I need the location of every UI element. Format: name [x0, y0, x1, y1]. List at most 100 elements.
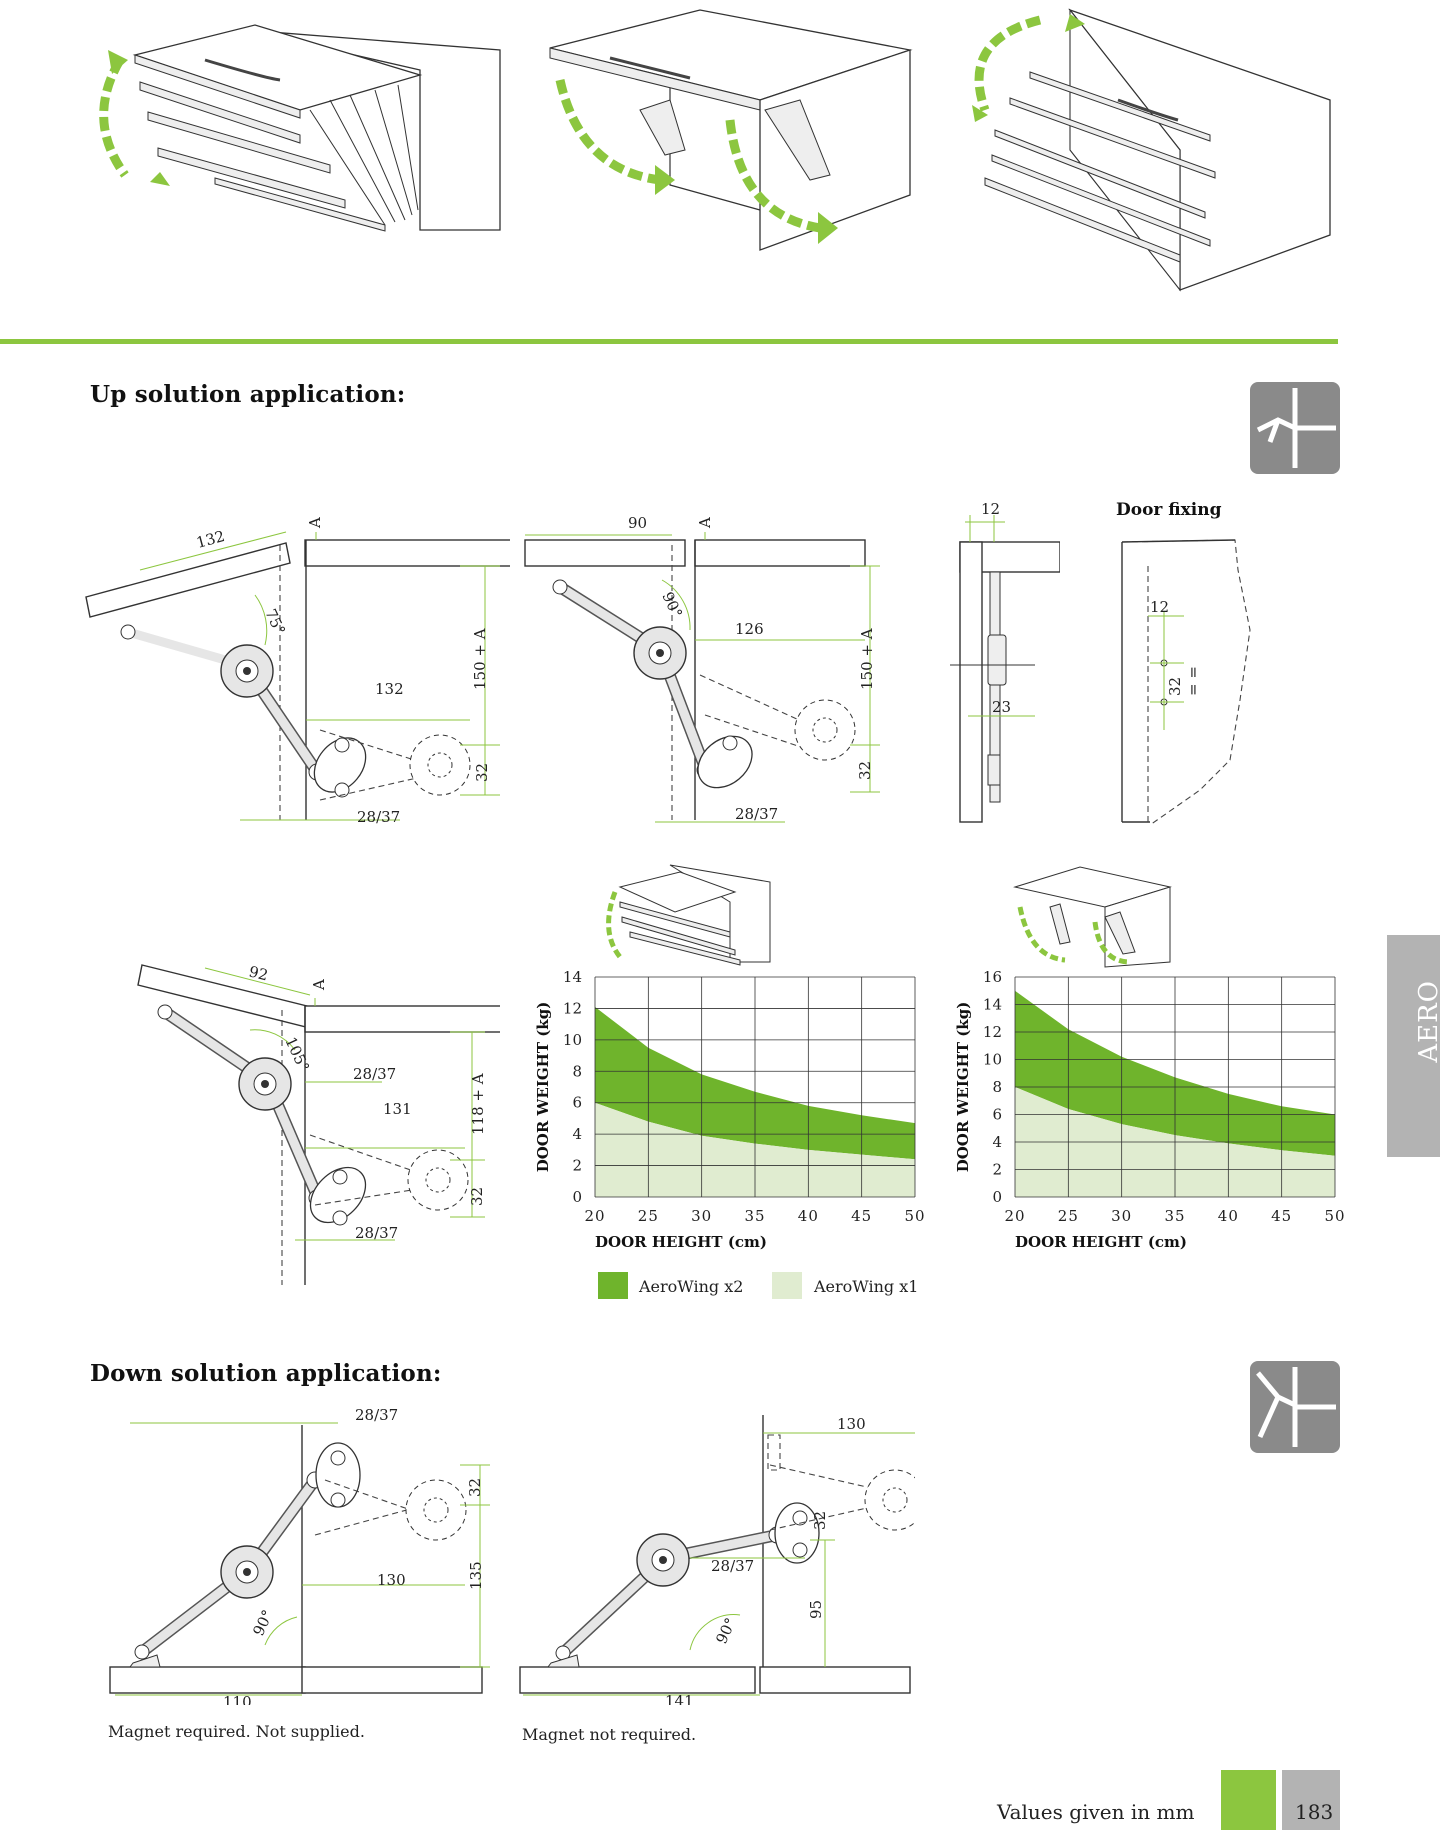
cabinet-illustrations — [99, 8, 1331, 292]
dim-d7-foot: 141 — [665, 1692, 694, 1705]
dim-d7-height: 95 — [807, 1600, 825, 1619]
side-tab-label: AERO — [1414, 980, 1440, 1063]
legend-swatch-x2 — [598, 1272, 628, 1299]
y-tick-label: 10 — [983, 1051, 1002, 1069]
dim-d2-angle: 90° — [658, 589, 686, 621]
footer-note: Values given in mm — [997, 1800, 1195, 1824]
y-tick-label: 2 — [572, 1157, 582, 1175]
x-tick-label: 20 — [584, 1207, 605, 1225]
down-section-title: Down solution application: — [90, 1360, 442, 1387]
dim-d7-angle: 90° — [712, 1615, 740, 1647]
dim-d3-side: 23 — [992, 698, 1011, 716]
y-tick-label: 4 — [572, 1125, 582, 1143]
dim-d2-foot: 28/37 — [735, 805, 778, 823]
x-tick-label: 45 — [1271, 1207, 1292, 1225]
dim-d7-top: 130 — [837, 1415, 866, 1433]
y-tick-label: 6 — [992, 1106, 1002, 1124]
legend-swatch-x1 — [772, 1272, 802, 1299]
dim-d6-foot: 110 — [223, 1693, 252, 1705]
y-tick-label: 12 — [983, 1023, 1002, 1041]
cabinet-thumb-lift — [606, 864, 771, 966]
y-tick-label: 0 — [992, 1188, 1002, 1206]
dim-d2-top: 90 — [628, 514, 647, 532]
caption-magnet-required: Magnet required. Not supplied. — [108, 1722, 365, 1741]
diagram-up-105: 92 A 105° 28/37 131 118 + A 32 28/37 — [137, 962, 500, 1285]
up-solution-icon — [1250, 382, 1340, 474]
cabinet-swing-up — [972, 8, 1331, 292]
y-tick-label: 8 — [992, 1078, 1002, 1096]
footer-page-block: 183 — [1282, 1770, 1340, 1830]
dim-d2-bottom: 32 — [856, 761, 874, 780]
x-tick-label: 30 — [691, 1207, 712, 1225]
x-tick-label: 25 — [1058, 1207, 1079, 1225]
diagram-up-90: 90 A 90° 126 150 + A 32 28/37 — [524, 514, 880, 823]
x-tick-label: 30 — [1111, 1207, 1132, 1225]
down-solution-icon — [1250, 1361, 1340, 1453]
legend: AeroWing x2 AeroWing x1 — [598, 1272, 928, 1302]
y-tick-label: 10 — [563, 1031, 582, 1049]
dim-d6-mid: 130 — [377, 1571, 406, 1589]
diagram-up-75: 132 A 75° 132 150 + A 32 28/37 — [85, 517, 510, 826]
y-tick-label: 0 — [572, 1188, 582, 1206]
diagram-down-no-magnet: 130 32 28/37 95 90° 141 — [519, 1415, 915, 1705]
legend-label-x2: AeroWing x2 — [639, 1277, 744, 1296]
dim-d1-bottom: 32 — [473, 763, 491, 782]
dim-d7-side: 32 — [811, 1511, 829, 1530]
y-tick-label: 6 — [572, 1094, 582, 1112]
dim-d1-mid: 132 — [375, 680, 404, 698]
cabinet-lift-up — [99, 24, 501, 232]
x-tick-label: 25 — [638, 1207, 659, 1225]
legend-label-x1: AeroWing x1 — [814, 1277, 919, 1296]
y-tick-label: 14 — [983, 996, 1002, 1014]
dim-d4-eq: = = — [1184, 666, 1202, 696]
dim-d5-height: 118 + A — [469, 1073, 487, 1135]
dim-d6-side: 32 — [466, 1478, 484, 1497]
dim-d5-bottom: 32 — [468, 1187, 486, 1206]
footer-green-block — [1221, 1770, 1276, 1830]
dim-d5-top: 92 — [247, 962, 270, 984]
dim-d2-a: A — [696, 517, 714, 529]
section-divider — [0, 339, 1338, 344]
side-tab: AERO — [1387, 935, 1440, 1157]
x-tick-label: 45 — [851, 1207, 872, 1225]
x-tick-label: 40 — [1218, 1207, 1239, 1225]
x-axis-label: DOOR HEIGHT (cm) — [595, 1233, 767, 1251]
dim-d7-mid: 28/37 — [711, 1557, 754, 1575]
dim-d2-mid: 126 — [735, 620, 764, 638]
y-tick-label: 8 — [572, 1062, 582, 1080]
dim-d2-height: 150 + A — [858, 628, 876, 690]
diagram-fixing-front: 12 32 = = — [1121, 539, 1251, 826]
x-tick-label: 35 — [1164, 1207, 1185, 1225]
x-tick-label: 50 — [904, 1207, 925, 1225]
x-tick-label: 35 — [744, 1207, 765, 1225]
y-tick-label: 16 — [983, 968, 1002, 986]
dim-d1-top: 132 — [194, 527, 226, 552]
diagram-fixing-side: 12 23 — [950, 500, 1060, 823]
cabinet-thumb-stay — [1013, 866, 1172, 968]
dim-d6-angle: 90° — [249, 1607, 277, 1639]
y-axis-label: DOOR WEIGHT (kg) — [534, 1002, 552, 1173]
caption-magnet-not-required: Magnet not required. — [522, 1725, 697, 1744]
y-tick-label: 12 — [563, 999, 582, 1017]
dim-d4-side: 12 — [1150, 598, 1169, 616]
dim-d5-foot: 28/37 — [355, 1224, 398, 1242]
dim-d6-height: 135 — [467, 1561, 485, 1590]
x-tick-label: 50 — [1324, 1207, 1345, 1225]
dim-d3-top: 12 — [981, 500, 1000, 518]
x-axis-label: DOOR HEIGHT (cm) — [1015, 1233, 1187, 1251]
y-tick-label: 4 — [992, 1133, 1002, 1151]
x-tick-label: 20 — [1004, 1207, 1025, 1225]
area-aerowing-x2 — [595, 1006, 915, 1160]
dim-d4-vert: 32 — [1166, 677, 1184, 696]
dim-d5-mid: 131 — [383, 1100, 412, 1118]
y-axis-label: DOOR WEIGHT (kg) — [954, 1002, 972, 1173]
page-number: 183 — [1295, 1800, 1334, 1824]
dim-d1-height: 150 + A — [471, 628, 489, 690]
up-section-title: Up solution application: — [90, 381, 406, 408]
dim-d1-a: A — [306, 517, 324, 529]
door-fixing-title: Door fixing — [1116, 500, 1222, 520]
cabinet-stay-arm — [549, 9, 913, 251]
diagram-down-magnet: 28/37 32 130 135 90° 110 — [109, 1406, 490, 1705]
